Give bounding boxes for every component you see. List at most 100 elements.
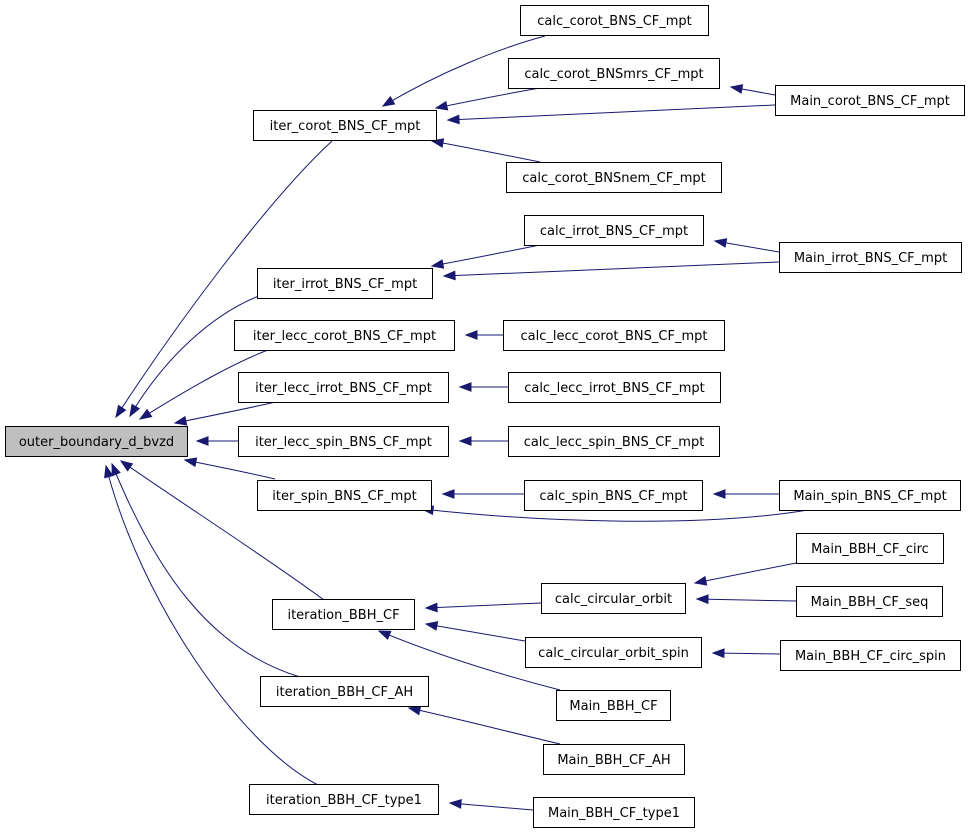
edge-iteration_bbh_ah-to-root <box>111 462 301 678</box>
edge-arrowhead <box>119 460 134 472</box>
node-label: calc_corot_BNSmrs_CF_mpt <box>524 67 703 82</box>
node-label: calc_lecc_spin_BNS_CF_mpt <box>524 435 705 450</box>
edge-line <box>449 802 534 811</box>
node-label: calc_circular_orbit <box>555 592 672 607</box>
edge-arrowhead <box>183 457 198 468</box>
edge-arrowhead <box>434 100 449 111</box>
node-box <box>541 583 686 614</box>
node-iter-lecc-irrot[interactable]: iter_lecc_irrot_BNS_CF_mpt <box>238 372 449 403</box>
node-box <box>506 162 722 193</box>
node-iter-spin[interactable]: iter_spin_BNS_CF_mpt <box>257 480 432 511</box>
node-iteration-bbh-ah[interactable]: iteration_BBH_CF_AH <box>260 676 429 707</box>
node-label: Main_BBH_CF_type1 <box>548 806 680 821</box>
edge-line <box>111 463 301 678</box>
node-calc-corot[interactable]: calc_corot_BNS_CF_mpt <box>520 5 709 36</box>
node-label: Main_BBH_CF_seq <box>811 595 929 610</box>
edge-arrowhead <box>377 630 392 640</box>
node-iter-corot[interactable]: iter_corot_BNS_CF_mpt <box>253 110 437 141</box>
node-root[interactable]: outer_boundary_d_bvzd <box>5 426 188 457</box>
node-main-bbh-circ[interactable]: Main_BBH_CF_circ <box>796 533 944 564</box>
node-label: iter_lecc_irrot_BNS_CF_mpt <box>255 381 432 396</box>
node-main-corot[interactable]: Main_corot_BNS_CF_mpt <box>775 85 965 116</box>
node-box <box>533 797 695 828</box>
node-calc-lecc-corot[interactable]: calc_lecc_corot_BNS_CF_mpt <box>503 320 725 351</box>
node-calc-corot-nem[interactable]: calc_corot_BNSnem_CF_mpt <box>506 162 722 193</box>
node-box <box>796 533 944 564</box>
node-calc-lecc-irrot[interactable]: calc_lecc_irrot_BNS_CF_mpt <box>508 372 721 403</box>
edge-line <box>382 35 546 107</box>
edge-line <box>425 623 526 642</box>
node-iter-lecc-spin[interactable]: iter_lecc_spin_BNS_CF_mpt <box>238 426 449 457</box>
node-label: Main_BBH_CF_circ_spin <box>795 649 946 664</box>
node-box <box>520 5 709 36</box>
node-main-bbh[interactable]: Main_BBH_CF <box>556 690 671 721</box>
edge-arrowhead <box>729 84 744 94</box>
edge-calc_circ-to-iteration_bbh <box>424 602 542 613</box>
edge-line <box>431 140 541 163</box>
edge-iteration_bbh_type1-to-root <box>104 464 319 786</box>
edge-main_bbh_circ_spin-to-calc_circ_spin <box>711 648 781 659</box>
node-label: Main_irrot_BNS_CF_mpt <box>794 251 947 266</box>
edge-line <box>184 459 276 480</box>
edge-calc_corot-to-iter_corot <box>381 35 546 107</box>
node-iter-irrot[interactable]: iter_irrot_BNS_CF_mpt <box>257 268 433 299</box>
edge-iter_lecc_corot-to-root <box>138 347 274 420</box>
node-label: iter_irrot_BNS_CF_mpt <box>273 277 417 292</box>
node-label: calc_corot_BNS_CF_mpt <box>537 14 692 29</box>
node-iteration-bbh[interactable]: iteration_BBH_CF <box>272 599 415 630</box>
edge-main_irrot-to-calc_irrot <box>713 238 780 253</box>
edge-arrowhead <box>407 705 422 716</box>
edge-calc_lecc_corot-to-iter_lecc_corot <box>464 330 503 340</box>
edge-calc_circ_spin-to-iteration_bbh <box>424 621 526 642</box>
node-box <box>779 242 962 273</box>
node-box <box>524 480 703 511</box>
edge-line <box>174 400 281 424</box>
node-label: iter_lecc_spin_BNS_CF_mpt <box>255 435 432 450</box>
node-calc-irrot[interactable]: calc_irrot_BNS_CF_mpt <box>524 215 704 246</box>
edge-line <box>435 87 541 109</box>
edge-main_irrot-to-iter_irrot <box>442 261 780 281</box>
node-main-bbh-circ-spin[interactable]: Main_BBH_CF_circ_spin <box>780 640 961 671</box>
edge-line <box>408 707 561 745</box>
node-iter-lecc-corot[interactable]: iter_lecc_corot_BNS_CF_mpt <box>234 320 455 351</box>
edge-arrowhead <box>712 489 726 499</box>
node-box <box>238 372 449 403</box>
node-calc-circ-spin[interactable]: calc_circular_orbit_spin <box>525 637 702 668</box>
node-calc-corot-mrs[interactable]: calc_corot_BNSmrs_CF_mpt <box>508 58 720 89</box>
edge-calc_corot_mrs-to-iter_corot <box>434 87 541 111</box>
node-label: Main_BBH_CF <box>569 699 657 714</box>
node-main-bbh-seq[interactable]: Main_BBH_CF_seq <box>796 586 943 617</box>
edge-calc_lecc_irrot-to-iter_lecc_irrot <box>458 382 508 392</box>
node-calc-spin[interactable]: calc_spin_BNS_CF_mpt <box>524 480 703 511</box>
node-main-bbh-ah[interactable]: Main_BBH_CF_AH <box>543 744 685 775</box>
node-calc-circ[interactable]: calc_circular_orbit <box>541 583 686 614</box>
edge-line <box>443 261 780 277</box>
node-box <box>257 480 432 511</box>
node-label: Main_BBH_CF_AH <box>557 753 670 768</box>
edge-arrowhead <box>695 594 709 605</box>
node-main-bbh-type1[interactable]: Main_BBH_CF_type1 <box>533 797 695 828</box>
edge-arrowhead <box>458 436 472 446</box>
edge-calc_corot_nem-to-iter_corot <box>430 138 541 163</box>
node-box <box>234 320 455 351</box>
node-label: iteration_BBH_CF_type1 <box>266 793 422 808</box>
node-box <box>780 640 961 671</box>
edge-calc_spin-to-iter_spin <box>441 489 524 499</box>
edge-main_bbh_ah-to-iteration_bbh_ah <box>407 705 561 745</box>
edge-arrowhead <box>442 270 456 281</box>
edge-iteration_bbh-to-root <box>119 460 325 601</box>
edge-main_spin-to-calc_spin <box>712 489 779 499</box>
node-main-spin[interactable]: Main_spin_BNS_CF_mpt <box>779 480 961 511</box>
edge-line <box>421 508 809 522</box>
node-label: iter_spin_BNS_CF_mpt <box>272 489 416 504</box>
node-label: calc_irrot_BNS_CF_mpt <box>540 224 688 239</box>
node-box <box>543 744 685 775</box>
node-iteration-bbh-type1[interactable]: iteration_BBH_CF_type1 <box>249 784 439 815</box>
node-label: outer_boundary_d_bvzd <box>19 435 174 450</box>
node-label: calc_lecc_irrot_BNS_CF_mpt <box>524 381 705 396</box>
node-label: calc_circular_orbit_spin <box>538 646 689 661</box>
edges-layer <box>104 35 809 811</box>
node-calc-lecc-spin[interactable]: calc_lecc_spin_BNS_CF_mpt <box>508 426 720 457</box>
edge-arrowhead <box>115 404 127 419</box>
node-main-irrot[interactable]: Main_irrot_BNS_CF_mpt <box>779 242 962 273</box>
